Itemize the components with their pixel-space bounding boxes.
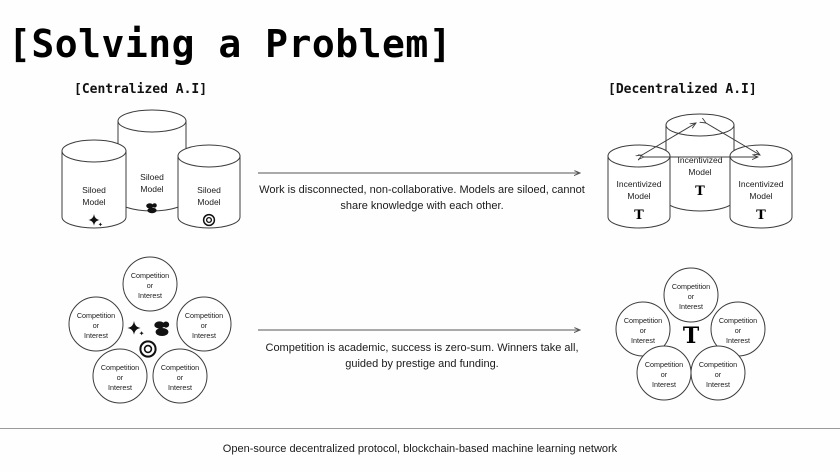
cylinder-label-line1: Incentivized [617, 179, 662, 189]
circle-competition-3: Competition or Interest [176, 296, 232, 352]
competition-cluster-decentralized: Competition or Interest Competition or I… [612, 265, 772, 405]
circle-competition-4: Competition or Interest [636, 345, 692, 401]
cylinder-label-line2: Model [749, 191, 772, 201]
cylinder-siloed-model-2: Siloed Model [117, 109, 187, 214]
cylinder-label-line2: Model [197, 197, 220, 207]
openai-swirl-icon [202, 213, 216, 227]
circle-label-line1: Competition [699, 360, 737, 369]
column-header-centralized: [Centralized A.I] [74, 82, 208, 97]
circle-label-line3: Interest [192, 331, 216, 340]
circle-label-line2: or [93, 321, 100, 330]
circle-competition-2: Competition or Interest [615, 301, 671, 357]
row1-caption: Work is disconnected, non-collaborative.… [259, 184, 585, 212]
circle-label-line1: Competition [131, 271, 169, 280]
bidirectional-arrows-group [642, 123, 760, 157]
cylinder-incentivized-model-2: Incentivized Model T [665, 113, 735, 212]
page-title: [Solving a Problem] [8, 22, 453, 66]
cylinder-label-line1: Siloed [140, 172, 164, 182]
circle-competition-2: Competition or Interest [68, 296, 124, 352]
gemini-sparkle-icon [127, 321, 144, 336]
circle-label-line2: or [735, 326, 742, 335]
circle-label-line2: or [715, 370, 722, 379]
circle-label-line2: or [688, 292, 695, 301]
circle-label-line2: or [117, 373, 124, 382]
row2-arrow [258, 325, 586, 335]
circle-label-line3: Interest [631, 336, 655, 345]
circle-competition-4: Competition or Interest [92, 348, 148, 404]
cylinder-siloed-model-3: Siloed Model [177, 144, 241, 229]
circle-label-line2: or [147, 281, 154, 290]
cylinder-siloed-model-1: Siloed Model [61, 139, 127, 229]
row2-caption: Competition is academic, success is zero… [265, 342, 579, 370]
incentivized-models-group: Incentivized Model T Incentivized Model … [600, 105, 800, 240]
circle-label-line3: Interest [84, 331, 108, 340]
circle-label-line3: Interest [679, 302, 703, 311]
circle-competition-1: Competition or Interest [122, 256, 178, 312]
meta-cluster-icon [154, 321, 170, 336]
cylinder-label-line1: Incentivized [739, 179, 784, 189]
circle-label-line1: Competition [624, 316, 662, 325]
circle-competition-1: Competition or Interest [663, 267, 719, 323]
circle-label-line2: or [201, 321, 208, 330]
cylinder-label-line2: Model [82, 197, 105, 207]
circle-label-line2: or [661, 370, 668, 379]
openai-swirl-icon [139, 340, 157, 358]
circle-label-line1: Competition [645, 360, 683, 369]
circle-label-line2: or [640, 326, 647, 335]
circle-label-line3: Interest [138, 291, 162, 300]
circle-label-line3: Interest [726, 336, 750, 345]
gemini-sparkle-icon [88, 214, 103, 227]
cylinder-label-line2: Model [688, 167, 711, 177]
circle-label-line1: Competition [101, 363, 139, 372]
cylinder-label-line1: Siloed [82, 185, 106, 195]
siloed-models-group: Siloed Model Siloed Model [50, 105, 250, 240]
footer-text: Open-source decentralized protocol, bloc… [222, 443, 618, 455]
circle-competition-5: Competition or Interest [690, 345, 746, 401]
tau-icon: T [756, 208, 766, 223]
circle-label-line1: Competition [719, 316, 757, 325]
circle-label-line1: Competition [672, 282, 710, 291]
tau-icon: T [634, 208, 644, 223]
column-header-decentralized: [Decentralized A.I] [608, 82, 757, 97]
circle-label-line3: Interest [168, 383, 192, 392]
circle-label-line3: Interest [652, 380, 676, 389]
circle-label-line2: or [177, 373, 184, 382]
tau-icon: T [683, 323, 700, 349]
circle-competition-3: Competition or Interest [710, 301, 766, 357]
circle-competition-5: Competition or Interest [152, 348, 208, 404]
circle-label-line1: Competition [185, 311, 223, 320]
circle-label-line1: Competition [161, 363, 199, 372]
cylinder-label-line2: Model [140, 184, 163, 194]
tau-icon: T [695, 184, 705, 199]
cylinder-label-line2: Model [627, 191, 650, 201]
circle-label-line1: Competition [77, 311, 115, 320]
footer-divider [0, 428, 840, 429]
cylinder-label-line1: Siloed [197, 185, 221, 195]
meta-cluster-icon [146, 203, 157, 214]
circle-label-line3: Interest [108, 383, 132, 392]
circle-label-line3: Interest [706, 380, 730, 389]
row1-arrow [258, 168, 586, 178]
competition-cluster-centralized: Competition or Interest Competition or I… [62, 252, 242, 412]
